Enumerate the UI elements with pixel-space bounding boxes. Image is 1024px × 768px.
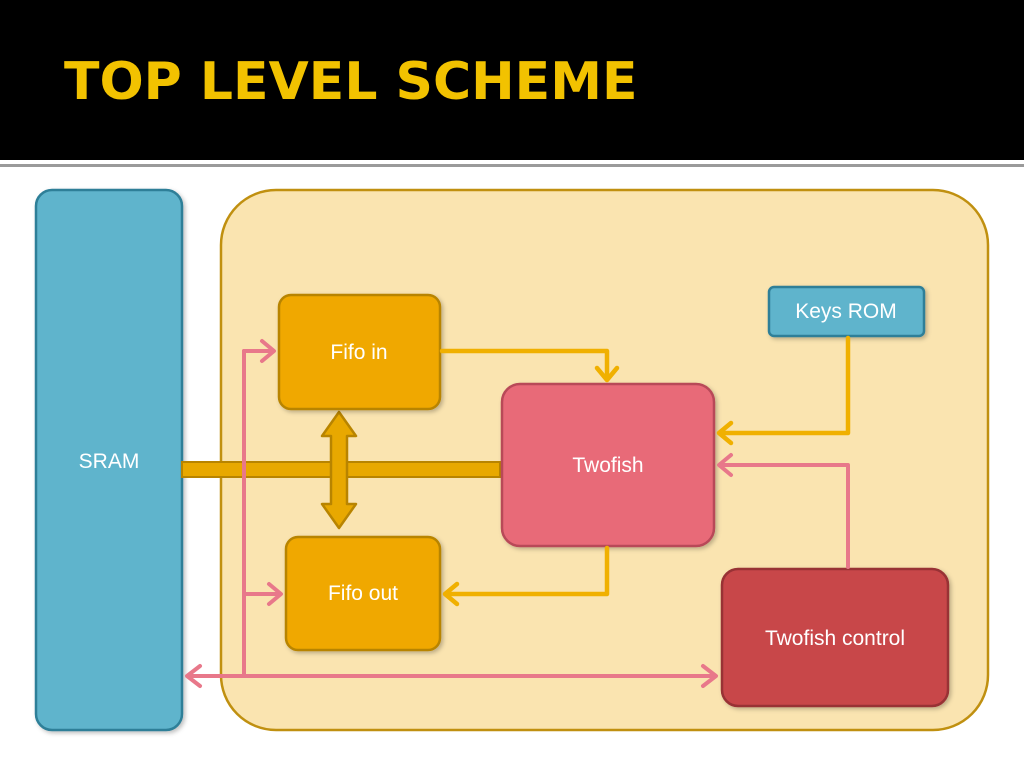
arrow-control-to-twofish-head: [717, 453, 733, 477]
fifo-out-label: Fifo out: [328, 582, 398, 605]
arrow-keys-rom-to-twofish: [717, 335, 851, 436]
title-bar: [0, 0, 1024, 160]
twofish-label: Twofish: [572, 454, 643, 477]
arrow-twofish-to-fifo-out: [443, 545, 610, 597]
arrow-control-side-head: [701, 664, 718, 688]
arrow-control-to-twofish: [718, 463, 850, 569]
twofish-control-label: Twofish control: [765, 627, 905, 650]
control-flow-arrows: [185, 339, 850, 688]
data-flow-arrows: [439, 335, 851, 607]
arrow-sram-side-head: [185, 664, 202, 688]
slide-title: TOP LEVEL SCHEME: [64, 52, 638, 112]
arrow-twofish-to-fifo-out-head: [442, 581, 460, 607]
keys-rom-block: [767, 285, 926, 338]
fifo-in-label: Fifo in: [330, 341, 387, 364]
sram-label: SRAM: [79, 450, 140, 473]
keys-rom-label: Keys ROM: [795, 300, 897, 323]
arrow-fifo-in-to-twofish: [439, 348, 610, 381]
arrow-keys-rom-to-twofish-head: [716, 420, 734, 446]
fifo-double-arrow: [320, 410, 358, 530]
title-divider: [0, 164, 1024, 167]
arrow-fifo-in-to-twofish-head: [594, 365, 620, 383]
arrow-control-to-fifo-out-head: [267, 582, 283, 606]
arrow-control-to-fifo-in-head: [260, 339, 276, 363]
twofish-control-block: [720, 567, 950, 708]
fifo-out-block: [284, 535, 442, 652]
sram-block: [34, 188, 184, 732]
